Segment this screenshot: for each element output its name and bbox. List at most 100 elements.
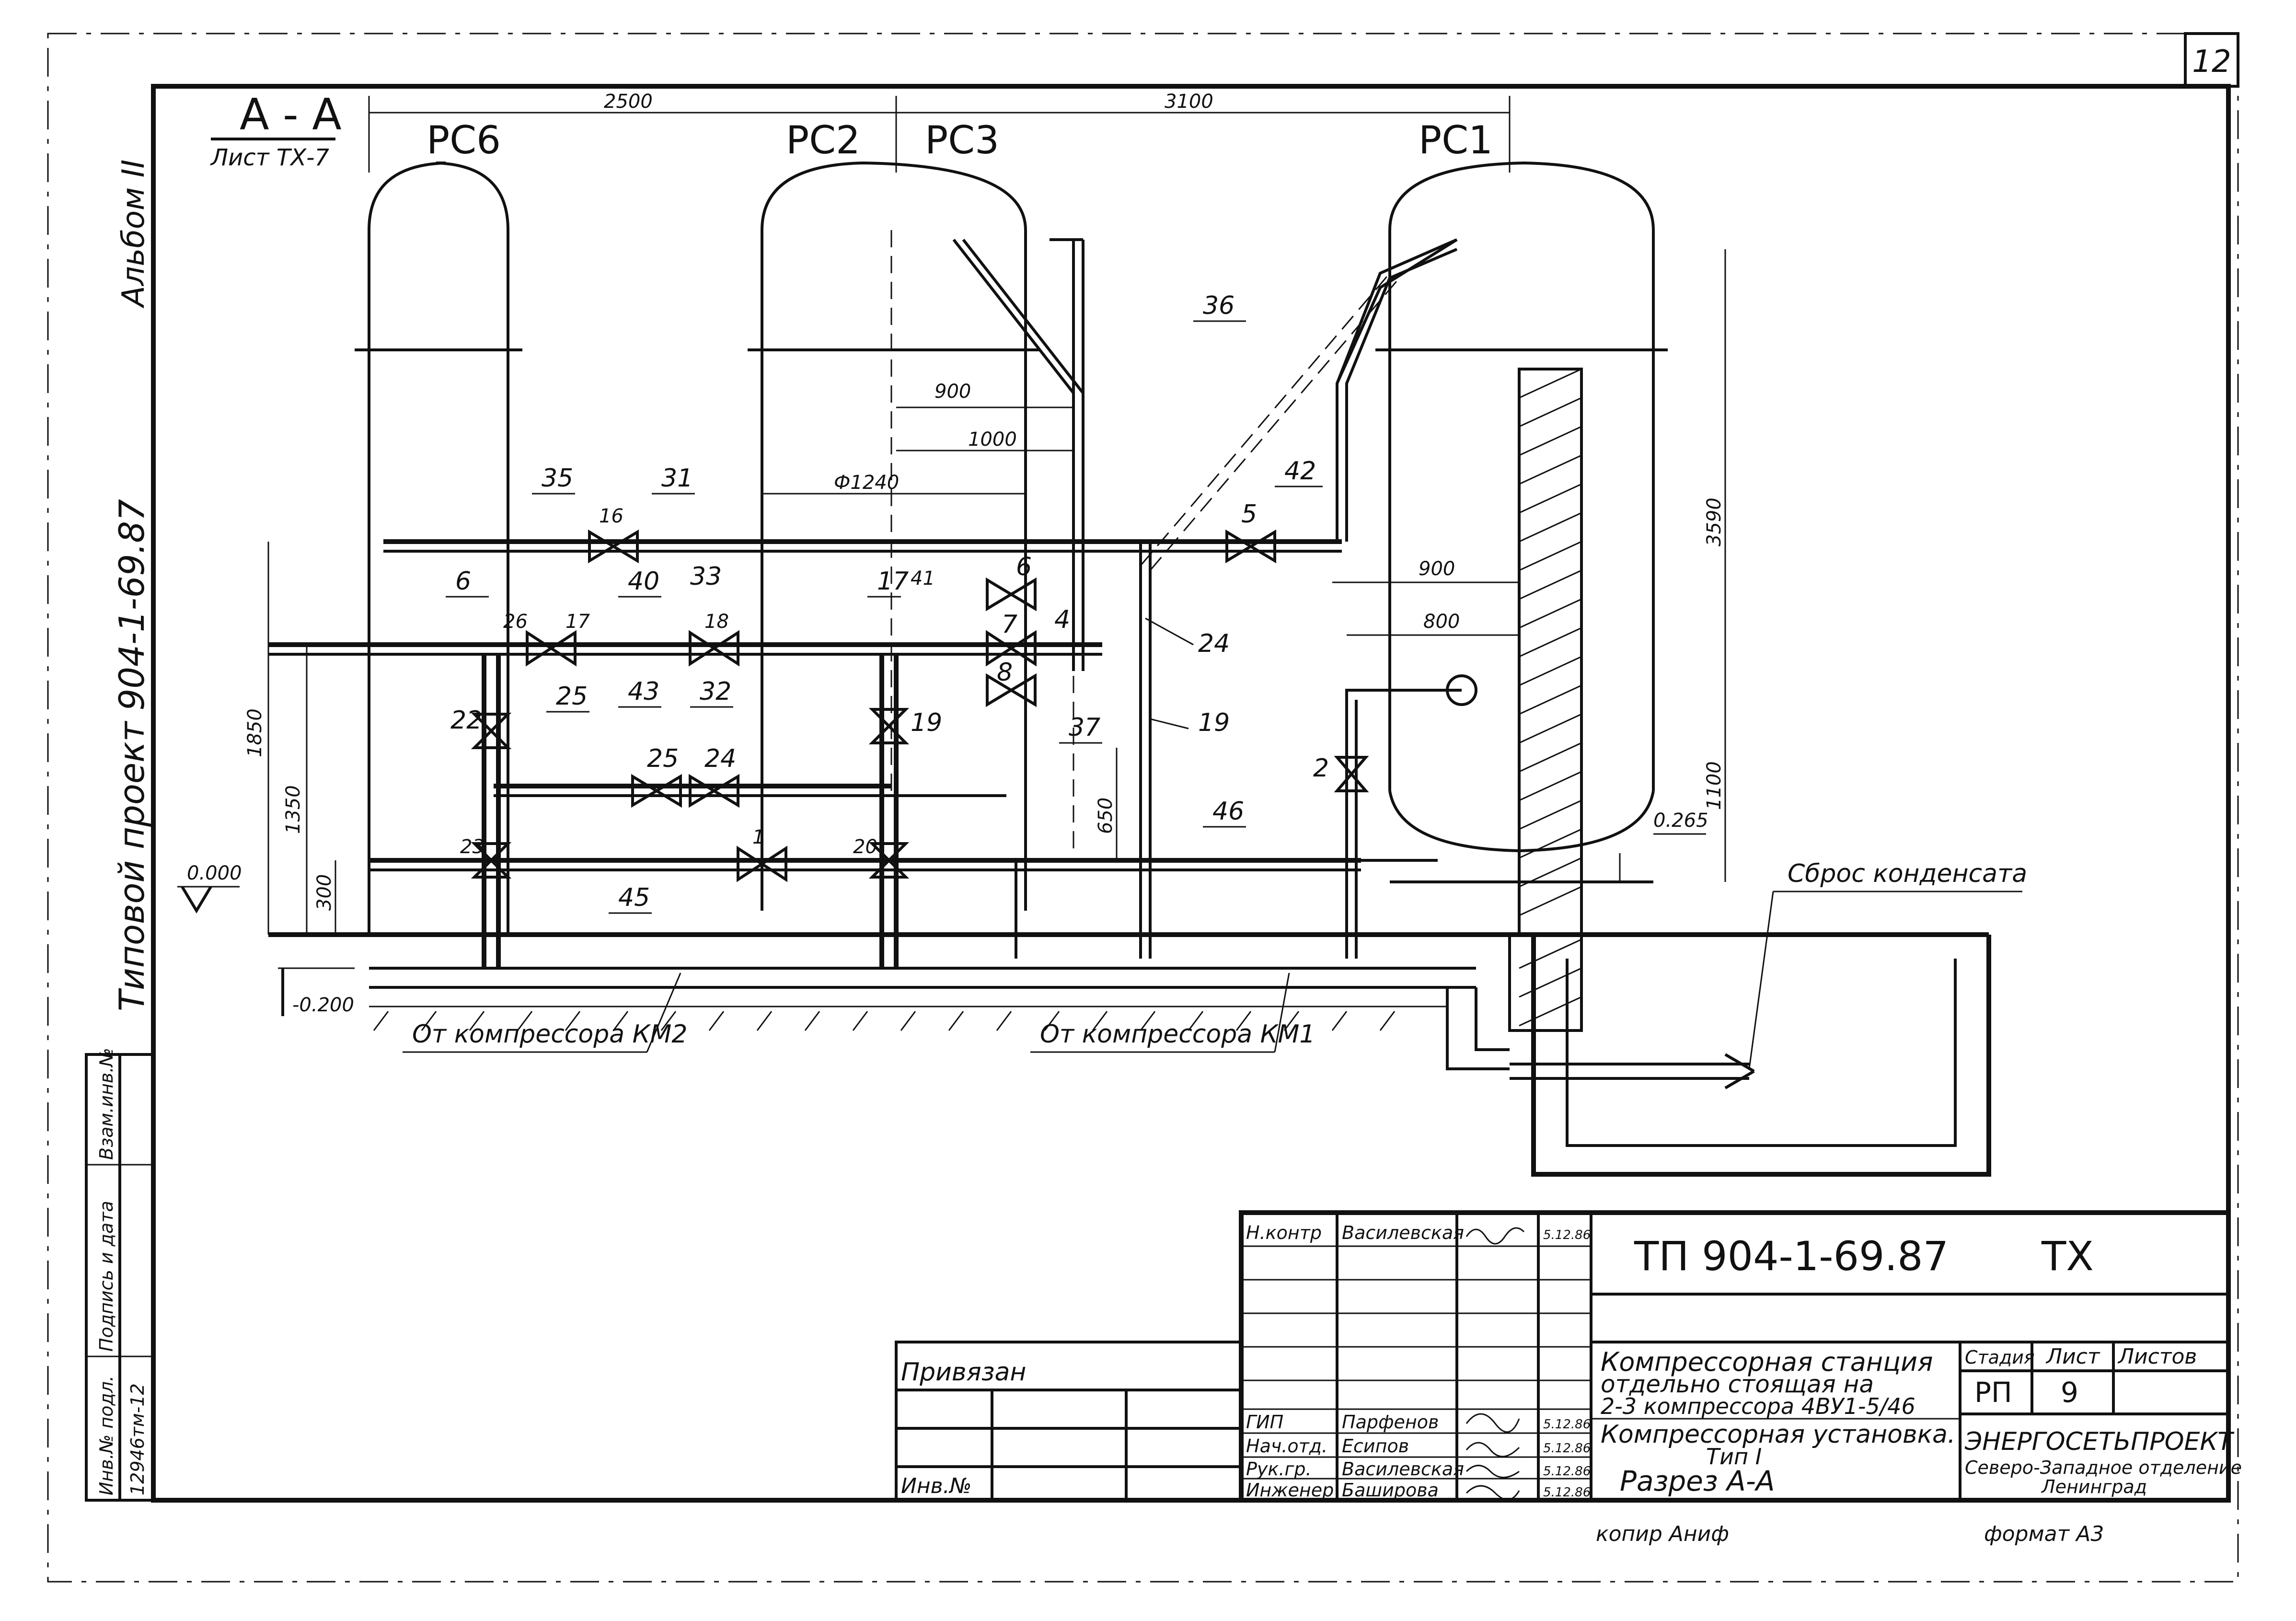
concrete-wall: [1508, 368, 1583, 1032]
elev-0000: 0.000: [187, 862, 242, 884]
rs1-drain: [1345, 674, 1477, 863]
album-label: Альбом II: [116, 160, 151, 309]
pipeline-risers: [482, 238, 1458, 968]
callout-35: 35: [542, 464, 573, 493]
dim-phi1240: Ф1240: [834, 472, 899, 494]
callout-36: 36: [1203, 291, 1235, 320]
top-dimension: 2500 3100: [368, 91, 1511, 173]
sig-date-4: 5.12.86: [1543, 1485, 1591, 1500]
dim-900-right: 900: [1419, 558, 1455, 580]
callout-16: 16: [599, 505, 623, 527]
footer-format: формат А3: [1984, 1522, 2104, 1546]
stamp-inv-podl: Инв.№ подл.: [96, 1376, 117, 1495]
project-label: Типовой проект 904-1-69.87: [112, 499, 152, 1011]
callout-6-left: 6: [455, 567, 471, 596]
vessel-label-rs3: РС3: [925, 118, 999, 162]
title-block: Привязан Инв.№ Н.контр Василевская 5.12.…: [895, 1210, 2242, 1503]
callout-24-mid: 24: [704, 744, 736, 773]
sig-role-1: ГИП: [1246, 1412, 1283, 1433]
footer-copied: копир Аниф: [1596, 1522, 1729, 1546]
dim-2500: 2500: [604, 91, 653, 113]
vessel-label-rs2: РС2: [786, 118, 860, 162]
callout-17-mid: 17: [877, 567, 909, 596]
callout-25-top: 25: [556, 682, 588, 711]
doc-code: ТП 904-1-69.87: [1634, 1233, 1949, 1280]
section-title: А - А: [240, 90, 342, 140]
sig-role-2: Нач.отд.: [1246, 1436, 1327, 1457]
callout-24-top: 24: [1198, 629, 1230, 658]
stamp-podpis: Подпись и дата: [96, 1201, 117, 1352]
callout-18: 18: [704, 611, 729, 633]
note-km1: От компрессора КМ1: [1040, 1020, 1315, 1049]
condensate-pit: [1510, 935, 1991, 1177]
callout-6-right: 6: [1016, 553, 1032, 581]
dim-650: 650: [1095, 798, 1117, 834]
callout-46: 46: [1212, 797, 1244, 826]
note-condensate: Сброс конденсата: [1788, 859, 2027, 888]
vessel-rs2: [748, 161, 1040, 911]
horizontal-dimensions: 900 1000 Ф1240 900 800: [762, 381, 1519, 636]
callout-33: 33: [690, 562, 722, 591]
vessel-rs6: [355, 162, 522, 935]
floor: [268, 932, 1989, 1070]
sheet-header: Лист: [2045, 1344, 2100, 1369]
sheet-value: 9: [2061, 1376, 2078, 1409]
title-line-1: Компрессорная станция: [1601, 1347, 1933, 1377]
callout-23: 23: [460, 836, 485, 858]
vessel-label-rs6: РС6: [427, 118, 501, 162]
inv-no-label: Инв.№: [901, 1474, 971, 1498]
sig-name-3: Василевская: [1342, 1459, 1464, 1480]
vertical-dimensions: 1850 1350 300 650 3590 1100: [244, 249, 1726, 935]
valves: [471, 529, 1369, 882]
callout-42: 42: [1284, 457, 1316, 486]
callout-1: 1: [752, 826, 764, 848]
callout-25-mid: 25: [647, 744, 679, 773]
sheet-number: 12: [2192, 44, 2231, 80]
sig-name-0: Василевская: [1342, 1222, 1464, 1243]
dim-1100: 1100: [1703, 761, 1725, 810]
sheet-number-box: [2184, 32, 2239, 88]
note-km2: От компрессора КМ2: [412, 1020, 687, 1049]
elevation-marks: 0.000 -0.200 0.265: [177, 810, 1708, 1016]
title-line-5: Тип I: [1706, 1444, 1762, 1470]
dim-3590: 3590: [1703, 498, 1725, 546]
privyazan-label: Привязан: [901, 1358, 1026, 1387]
dim-800: 800: [1423, 611, 1460, 633]
signature-scribble: [1465, 1227, 1525, 1501]
callout-labels: 36 35 31 16 42 5 6 33 40 26 17 18 17 41 …: [446, 291, 1329, 914]
sig-name-2: Есипов: [1342, 1436, 1409, 1457]
title-line-3: 2-3 компрессора 4ВУ1-5/46: [1601, 1393, 1915, 1419]
org-city: Ленинград: [2041, 1476, 2147, 1497]
pipeline-headers: [268, 539, 1361, 871]
sig-date-3: 5.12.86: [1543, 1464, 1591, 1479]
sig-role-4: Инженер: [1246, 1480, 1334, 1501]
sig-role-3: Рук.гр.: [1246, 1459, 1312, 1480]
callout-41: 41: [911, 567, 935, 590]
sig-date-2: 5.12.86: [1543, 1441, 1591, 1456]
callout-22: 22: [450, 706, 482, 735]
vessel-rs1: [1375, 161, 1668, 883]
section-reference: Лист ТХ-7: [210, 144, 329, 171]
title-line-6: Разрез А-А: [1620, 1465, 1775, 1497]
dim-1850: 1850: [244, 708, 266, 757]
sheets-header: Листов: [2117, 1344, 2197, 1369]
callout-31: 31: [661, 464, 693, 493]
callout-19-left: 19: [911, 708, 942, 737]
vessel-label-rs1: РС1: [1419, 118, 1493, 162]
callout-45: 45: [618, 883, 650, 912]
callout-37: 37: [1069, 713, 1100, 742]
inner-frame: [151, 84, 2231, 1503]
elev-m0200: -0.200: [292, 994, 354, 1016]
callout-8: 8: [997, 658, 1013, 687]
dim-900-upper: 900: [935, 381, 971, 403]
dim-1000: 1000: [968, 428, 1017, 451]
dim-1350: 1350: [282, 785, 304, 834]
callout-43: 43: [628, 677, 659, 706]
callout-7: 7: [1002, 610, 1017, 639]
callout-17-left: 17: [565, 611, 590, 633]
sig-role-0: Н.контр: [1246, 1222, 1322, 1243]
stamp-vzam: Взам.инв.№: [96, 1048, 117, 1160]
title-line-2: отдельно стоящая на: [1601, 1370, 1874, 1398]
